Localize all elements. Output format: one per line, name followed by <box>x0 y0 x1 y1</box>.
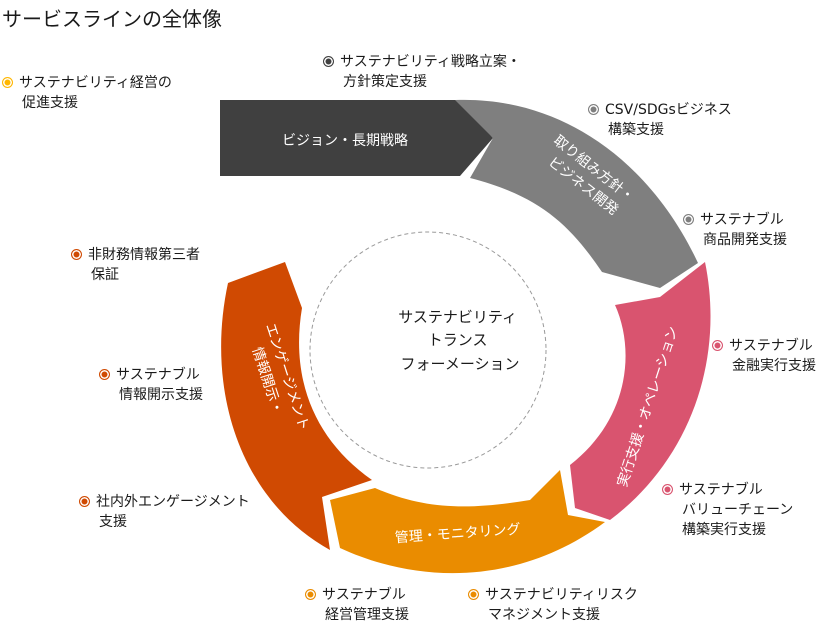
page-title: サービスラインの全体像 <box>2 7 222 31</box>
segment-vision <box>220 100 493 176</box>
bullet-icon <box>712 340 723 351</box>
service-item: 社内外エンゲージメント 支援 <box>79 492 250 532</box>
service-item: サステナブル 商品開発支援 <box>683 210 787 250</box>
bullet-icon <box>588 104 599 115</box>
segment-execution <box>570 262 711 520</box>
service-item: サステナブル 情報開示支援 <box>99 365 203 405</box>
bullet-icon <box>683 214 694 225</box>
bullet-icon <box>79 496 90 507</box>
bullet-icon <box>99 369 110 380</box>
service-item: 非財務情報第三者 保証 <box>71 245 200 285</box>
segment-vision-label: ビジョン・長期戦略 <box>282 133 408 149</box>
bullet-icon <box>662 484 673 495</box>
service-item: サステナブル 金融実行支援 <box>712 336 816 376</box>
bullet-icon <box>2 77 13 88</box>
segment-monitoring <box>330 470 605 574</box>
bullet-icon <box>468 589 479 600</box>
service-item: CSV/SDGsビジネス 構築支援 <box>588 100 732 140</box>
center-label: サステナビリティ トランス フォーメーション <box>398 308 522 373</box>
service-item: サステナビリティ戦略立案・ 方針策定支援 <box>323 52 521 92</box>
service-item: サステナビリティリスク マネジメント支援 <box>468 585 638 625</box>
service-item: サステナブル 経営管理支援 <box>305 585 409 625</box>
inner-dashed-circle <box>309 231 547 469</box>
service-item: サステナビリティ経営の 促進支援 <box>2 73 172 113</box>
service-item: サステナブル バリューチェーン 構築実行支援 <box>662 480 793 540</box>
segment-disclosure <box>221 262 372 550</box>
bullet-icon <box>71 249 82 260</box>
bullet-icon <box>323 56 334 67</box>
bullet-icon <box>305 589 316 600</box>
segment-policy <box>455 99 698 288</box>
